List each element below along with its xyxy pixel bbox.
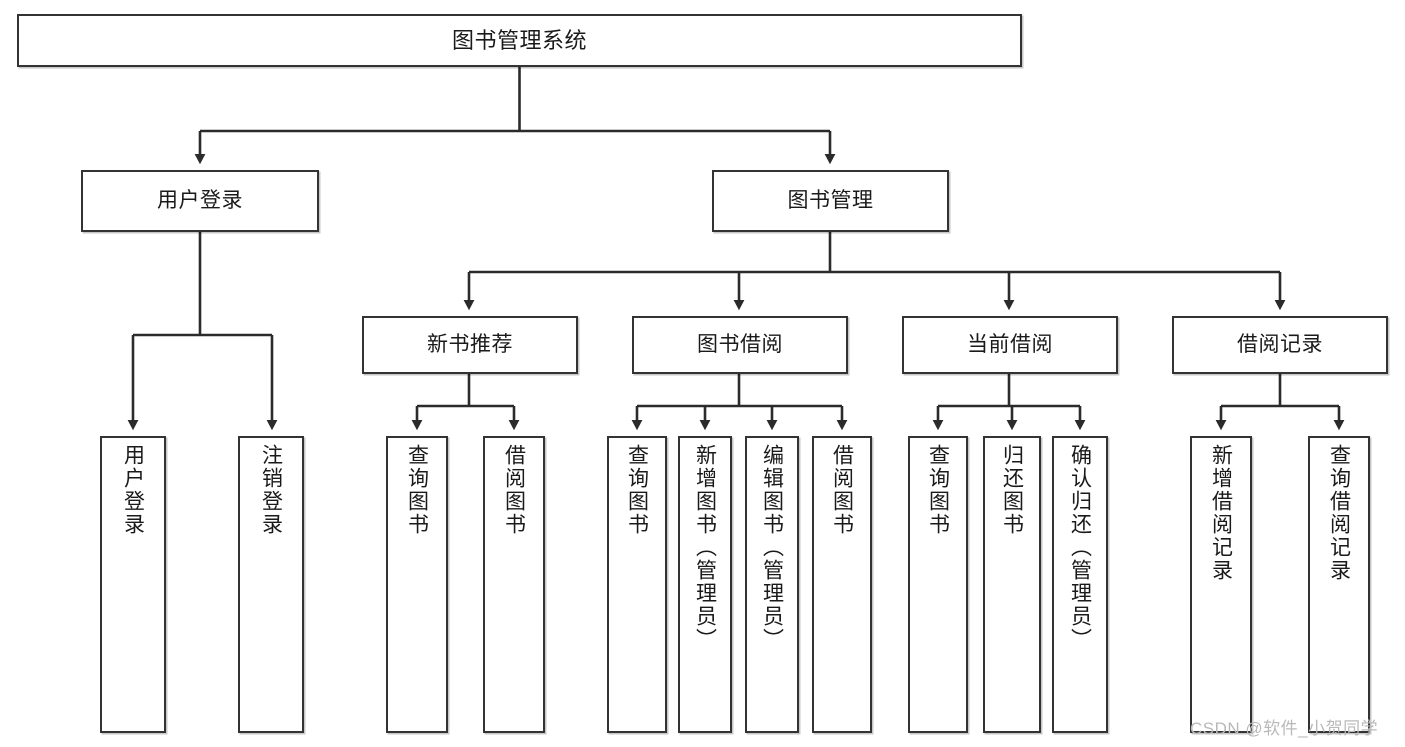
leaf-query-record-label: 查询借阅记录 <box>1327 444 1351 582</box>
leaf-user-logout[interactable]: 注销登录 <box>238 436 304 733</box>
leaf-borrow-book-2[interactable]: 借阅图书 <box>812 436 872 733</box>
csdn-watermark: CSDN @软件_小贺同学 <box>1190 719 1379 738</box>
leaf-edit-book-label: 编辑图书（管理员） <box>760 444 784 651</box>
leaf-confirm-return[interactable]: 确认归还（管理员） <box>1052 436 1108 733</box>
leaf-add-book-label: 新增图书（管理员） <box>693 444 717 651</box>
leaf-edit-book[interactable]: 编辑图书（管理员） <box>745 436 799 733</box>
leaf-confirm-return-label: 确认归还（管理员） <box>1068 444 1092 651</box>
leaf-return-book-label: 归还图书 <box>1000 444 1024 536</box>
leaf-query-book-3[interactable]: 查询图书 <box>908 436 968 733</box>
node-current-borrow[interactable]: 当前借阅 <box>902 316 1118 374</box>
leaf-user-logout-label: 注销登录 <box>259 444 283 536</box>
node-book-manage[interactable]: 图书管理 <box>712 170 949 232</box>
leaf-return-book[interactable]: 归还图书 <box>983 436 1041 733</box>
node-new-book-rec-label: 新书推荐 <box>427 332 513 356</box>
node-root-label: 图书管理系统 <box>451 27 587 53</box>
leaf-query-record[interactable]: 查询借阅记录 <box>1308 436 1370 733</box>
leaf-borrow-book-2-label: 借阅图书 <box>830 444 854 536</box>
leaf-query-book-2-label: 查询图书 <box>625 444 649 536</box>
node-book-manage-label: 图书管理 <box>787 188 874 212</box>
node-book-borrow[interactable]: 图书借阅 <box>632 316 848 374</box>
leaf-add-record-label: 新增借阅记录 <box>1209 444 1233 582</box>
node-user-login-label: 用户登录 <box>157 188 243 212</box>
node-new-book-rec[interactable]: 新书推荐 <box>362 316 578 374</box>
leaf-query-book-1-label: 查询图书 <box>405 444 429 536</box>
leaf-add-book[interactable]: 新增图书（管理员） <box>678 436 732 733</box>
node-user-login[interactable]: 用户登录 <box>81 170 319 232</box>
leaf-borrow-book-1-label: 借阅图书 <box>502 444 526 536</box>
leaf-query-book-3-label: 查询图书 <box>926 444 950 536</box>
node-borrow-record-label: 借阅记录 <box>1237 332 1323 356</box>
node-root[interactable]: 图书管理系统 <box>17 14 1022 67</box>
leaf-query-book-1[interactable]: 查询图书 <box>386 436 448 733</box>
leaf-add-record[interactable]: 新增借阅记录 <box>1190 436 1252 733</box>
leaf-query-book-2[interactable]: 查询图书 <box>607 436 667 733</box>
node-book-borrow-label: 图书借阅 <box>697 332 783 356</box>
node-borrow-record[interactable]: 借阅记录 <box>1172 316 1388 374</box>
leaf-user-login[interactable]: 用户登录 <box>100 436 166 733</box>
node-current-borrow-label: 当前借阅 <box>967 332 1053 356</box>
leaf-borrow-book-1[interactable]: 借阅图书 <box>483 436 545 733</box>
leaf-user-login-label: 用户登录 <box>121 444 145 536</box>
